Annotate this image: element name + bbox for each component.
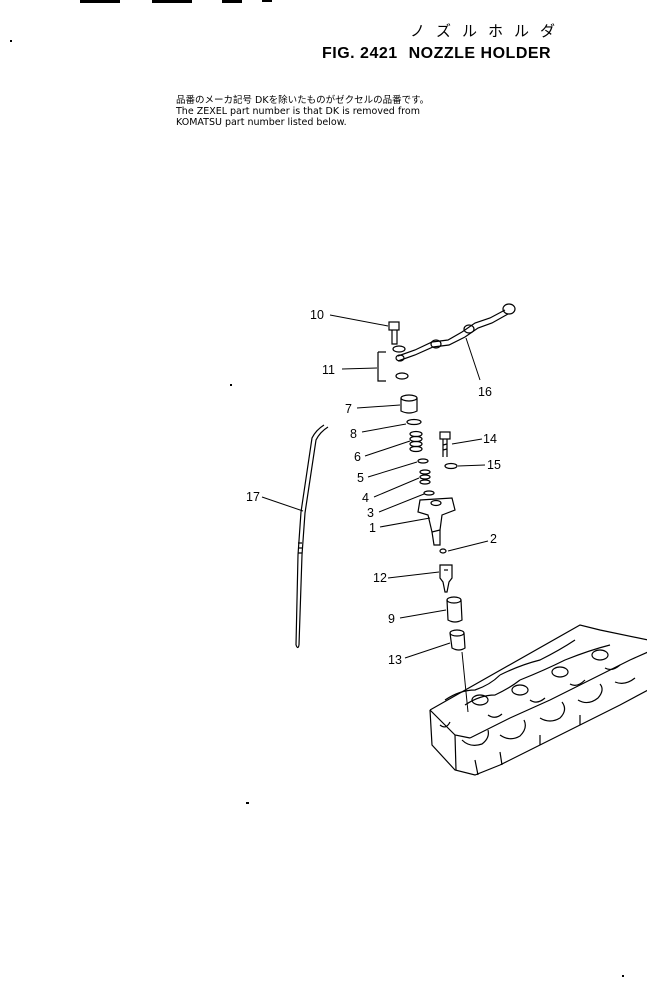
scan-specks	[10, 0, 624, 977]
callout-10: 10	[310, 308, 324, 322]
callout-15: 15	[487, 458, 501, 472]
callout-17: 17	[246, 490, 260, 504]
part-13-gasket	[449, 629, 466, 651]
part-7-cap	[400, 394, 418, 414]
callout-9: 9	[388, 612, 395, 626]
figure-number: FIG. 2421	[322, 45, 398, 62]
part-8-oring	[406, 418, 422, 426]
part-12-nozzle	[439, 564, 453, 593]
part-number-note: 品番のメーカ記号 DKを除いたものがゼクセルの品番です。 The ZEXEL p…	[176, 95, 429, 128]
callout-16: 16	[478, 385, 492, 399]
callout-3: 3	[367, 506, 374, 520]
part-2-seal	[439, 548, 447, 554]
leader-lines	[261, 314, 489, 713]
part-6-spring	[409, 430, 423, 453]
callout-5: 5	[357, 471, 364, 485]
part-1-nozzle-holder	[417, 497, 456, 546]
callout-12: 12	[373, 571, 387, 585]
figure-name: NOZZLE HOLDER	[408, 45, 552, 62]
callout-4: 4	[362, 491, 369, 505]
callouts: 10 11 16 7 8 6 5 4 3 1 14 15 2 12 9 13 1…	[246, 308, 501, 667]
callout-11: 11	[322, 363, 335, 377]
note-line-english-2: KOMATSU part number listed below.	[176, 117, 347, 128]
figure-title: FIG. 2421 NOZZLE HOLDER	[322, 45, 557, 63]
part-17-rod	[295, 424, 329, 649]
part-5-ring	[417, 458, 429, 464]
callout-6: 6	[354, 450, 361, 464]
note-line-japanese: 品番のメーカ記号 DKを除いたものがゼクセルの品番です。	[176, 95, 430, 106]
cylinder-head	[429, 624, 647, 776]
part-15-washer	[444, 462, 458, 470]
part-9-sleeve	[446, 596, 463, 623]
part-10-bolt	[388, 321, 400, 345]
part-4-spring	[419, 469, 431, 485]
figure-title-japanese: ノズルホルダ	[410, 22, 567, 40]
callout-2: 2	[490, 532, 497, 546]
note-line-english-1: The ZEXEL part number is that DK is remo…	[176, 106, 420, 117]
part-11-washers	[377, 345, 409, 382]
part-14-bolt	[439, 431, 451, 457]
part-3-washer	[423, 490, 435, 496]
part-16-pipe	[395, 303, 516, 362]
callout-13: 13	[388, 653, 402, 667]
callout-1: 1	[369, 521, 376, 535]
callout-8: 8	[350, 427, 357, 441]
callout-14: 14	[483, 432, 497, 446]
callout-7: 7	[345, 402, 352, 416]
